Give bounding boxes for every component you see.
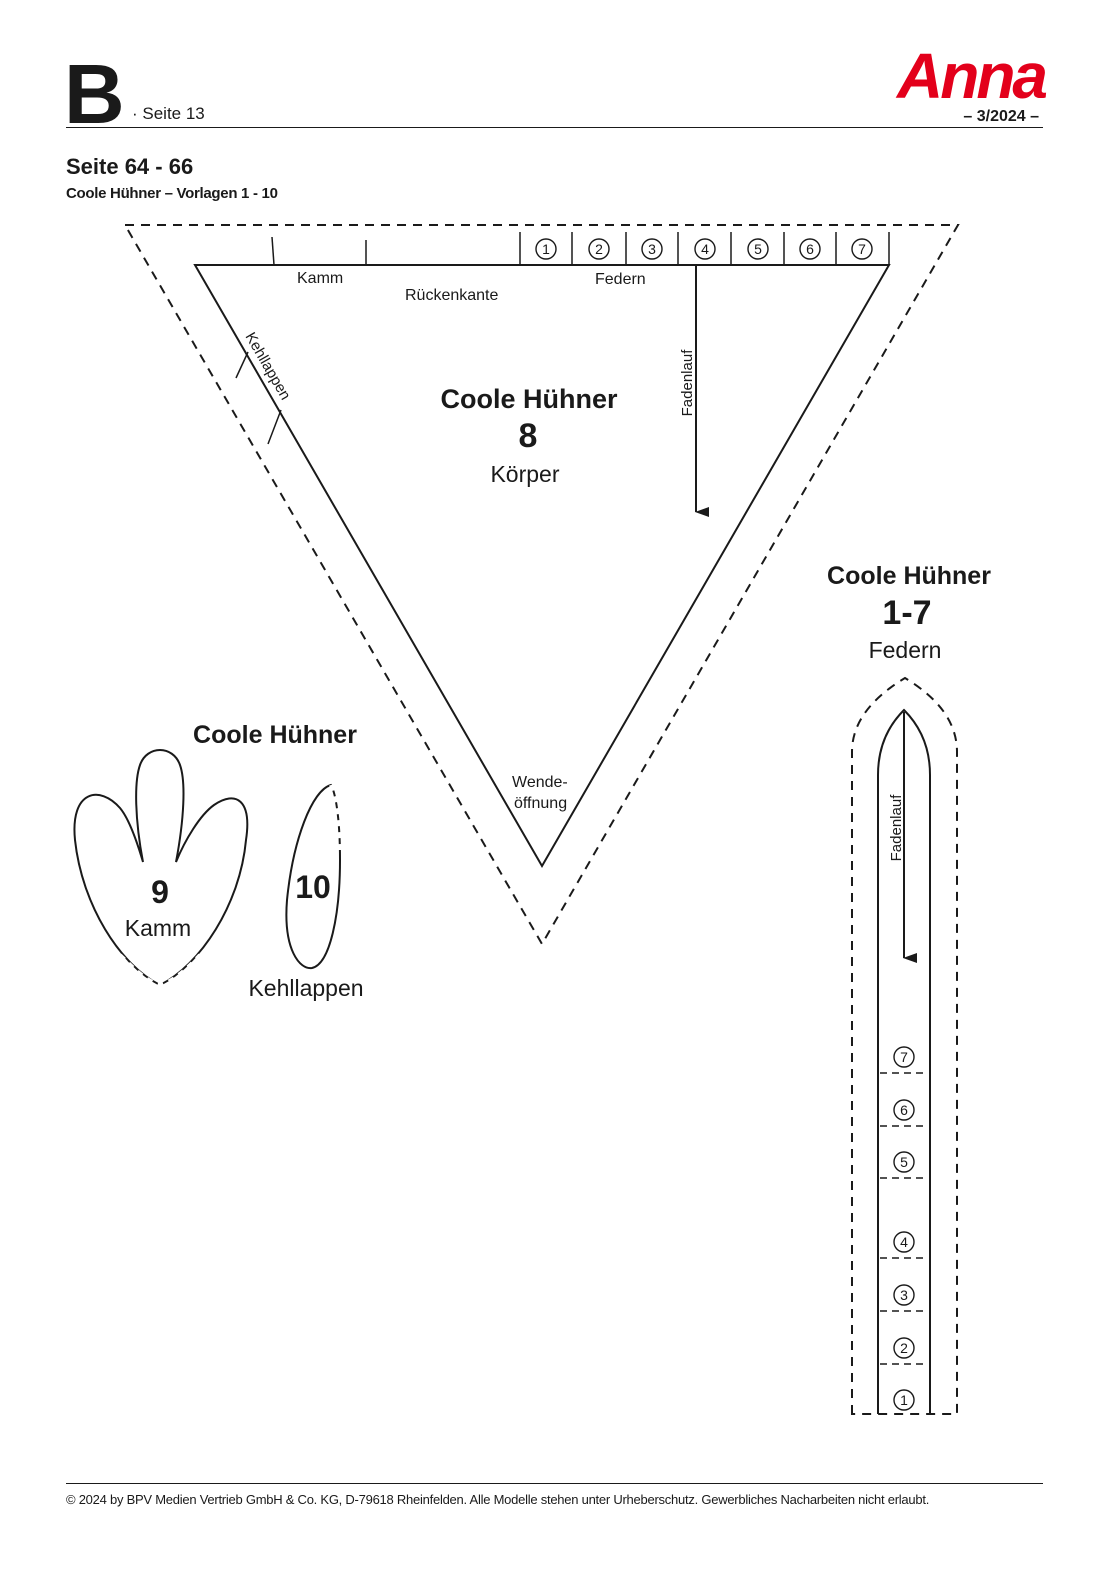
marker-number: 5	[900, 1154, 908, 1170]
turning-gap-label-line1: Wende-	[512, 774, 568, 791]
wattle-position-marks	[235, 351, 282, 445]
wattle-piece-number: 10	[295, 869, 331, 905]
feather-pattern-piece: Coole Hühner 1-7 Federn Fadenlauf 7 6 5 4 3 2…	[827, 562, 991, 1415]
marker-circle	[893, 1389, 915, 1411]
wattle-pattern-piece	[285, 783, 342, 970]
comb-pattern-piece	[73, 749, 249, 987]
circled-marker: 6	[799, 238, 821, 260]
marker-circle	[747, 238, 769, 260]
body-cut-line	[193, 264, 891, 868]
footer-divider	[66, 1483, 1043, 1484]
comb-opening-dashes	[118, 953, 202, 988]
feather-piece-number: 1-7	[882, 594, 931, 632]
marker-circle	[893, 1046, 915, 1068]
circled-marker: 3	[641, 238, 663, 260]
circled-marker: 2	[893, 1337, 915, 1359]
copyright-notice: © 2024 by BPV Medien Vertrieb GmbH & Co.…	[66, 1492, 930, 1507]
marker-number: 3	[900, 1287, 908, 1303]
circled-marker: 2	[588, 238, 610, 260]
feather-seam-allowance-outline	[851, 676, 958, 1415]
circled-marker: 5	[747, 238, 769, 260]
feather-length-markers: 7 6 5 4 3 2 1	[880, 1046, 928, 1411]
marker-circle	[893, 1231, 915, 1253]
turning-gap-label-line2: öffnung	[514, 795, 567, 812]
comb-piece-name: Kamm	[125, 915, 191, 941]
marker-number: 4	[900, 1234, 908, 1250]
marker-number: 1	[900, 1392, 908, 1408]
circled-marker: 1	[535, 238, 557, 260]
circled-marker: 4	[893, 1231, 915, 1253]
marker-circle	[588, 238, 610, 260]
comb-group-title: Coole Hühner	[193, 721, 357, 749]
marker-number: 2	[900, 1340, 908, 1356]
marker-number: 1	[542, 241, 550, 257]
marker-number: 3	[648, 241, 656, 257]
section-letter: B	[64, 47, 125, 141]
marker-circle	[893, 1284, 915, 1306]
body-piece-name: Körper	[490, 461, 559, 487]
marker-circle	[893, 1337, 915, 1359]
header-divider	[66, 127, 1043, 128]
feather-grain-label: Fadenlauf	[888, 794, 905, 862]
body-piece-number: 8	[519, 417, 538, 455]
circled-marker: 4	[694, 238, 716, 260]
back-edge-label: Rückenkante	[405, 287, 498, 304]
marker-circle	[535, 238, 557, 260]
circled-marker: 5	[893, 1151, 915, 1173]
comb-wattle-group: Coole Hühner 9 Kamm 10 Kehllappen	[73, 721, 364, 1001]
circled-marker: 1	[893, 1389, 915, 1411]
body-seam-allowance-outline	[123, 224, 960, 946]
circled-marker: 7	[851, 238, 873, 260]
circled-marker: 6	[893, 1099, 915, 1121]
grain-label: Fadenlauf	[679, 349, 696, 417]
circled-marker: 7	[893, 1046, 915, 1068]
wattle-opening-dashes	[329, 784, 342, 851]
feathers-position-label: Federn	[595, 271, 646, 288]
section-subtitle: Coole Hühner – Vorlagen 1 - 10	[66, 185, 278, 202]
brand-logo: Anna	[897, 40, 1048, 112]
marker-number: 4	[701, 241, 709, 257]
section-title: Seite 64 - 66	[66, 154, 194, 179]
page-reference: · Seite 13	[132, 104, 205, 123]
feather-position-marks	[519, 232, 890, 265]
circled-marker: 3	[893, 1284, 915, 1306]
marker-circle	[799, 238, 821, 260]
marker-number: 7	[858, 241, 866, 257]
feather-piece-name: Federn	[869, 637, 942, 663]
comb-position-marks	[271, 236, 367, 266]
body-piece-title: Coole Hühner	[440, 384, 617, 414]
marker-number: 5	[754, 241, 762, 257]
marker-circle	[851, 238, 873, 260]
feather-piece-title: Coole Hühner	[827, 562, 991, 590]
marker-number: 2	[595, 241, 603, 257]
marker-circle	[893, 1099, 915, 1121]
marker-number: 7	[900, 1049, 908, 1065]
marker-circle	[893, 1151, 915, 1173]
marker-number: 6	[806, 241, 814, 257]
issue-label: – 3/2024 –	[963, 108, 1039, 125]
comb-position-label: Kamm	[297, 270, 343, 287]
marker-number: 6	[900, 1102, 908, 1118]
comb-piece-number: 9	[151, 874, 169, 910]
marker-circle	[641, 238, 663, 260]
marker-circle	[694, 238, 716, 260]
feather-cut-line	[877, 708, 931, 1414]
wattle-piece-name: Kehllappen	[248, 975, 363, 1001]
feather-markers: 1 2 3 4 5 6 7	[535, 238, 873, 260]
